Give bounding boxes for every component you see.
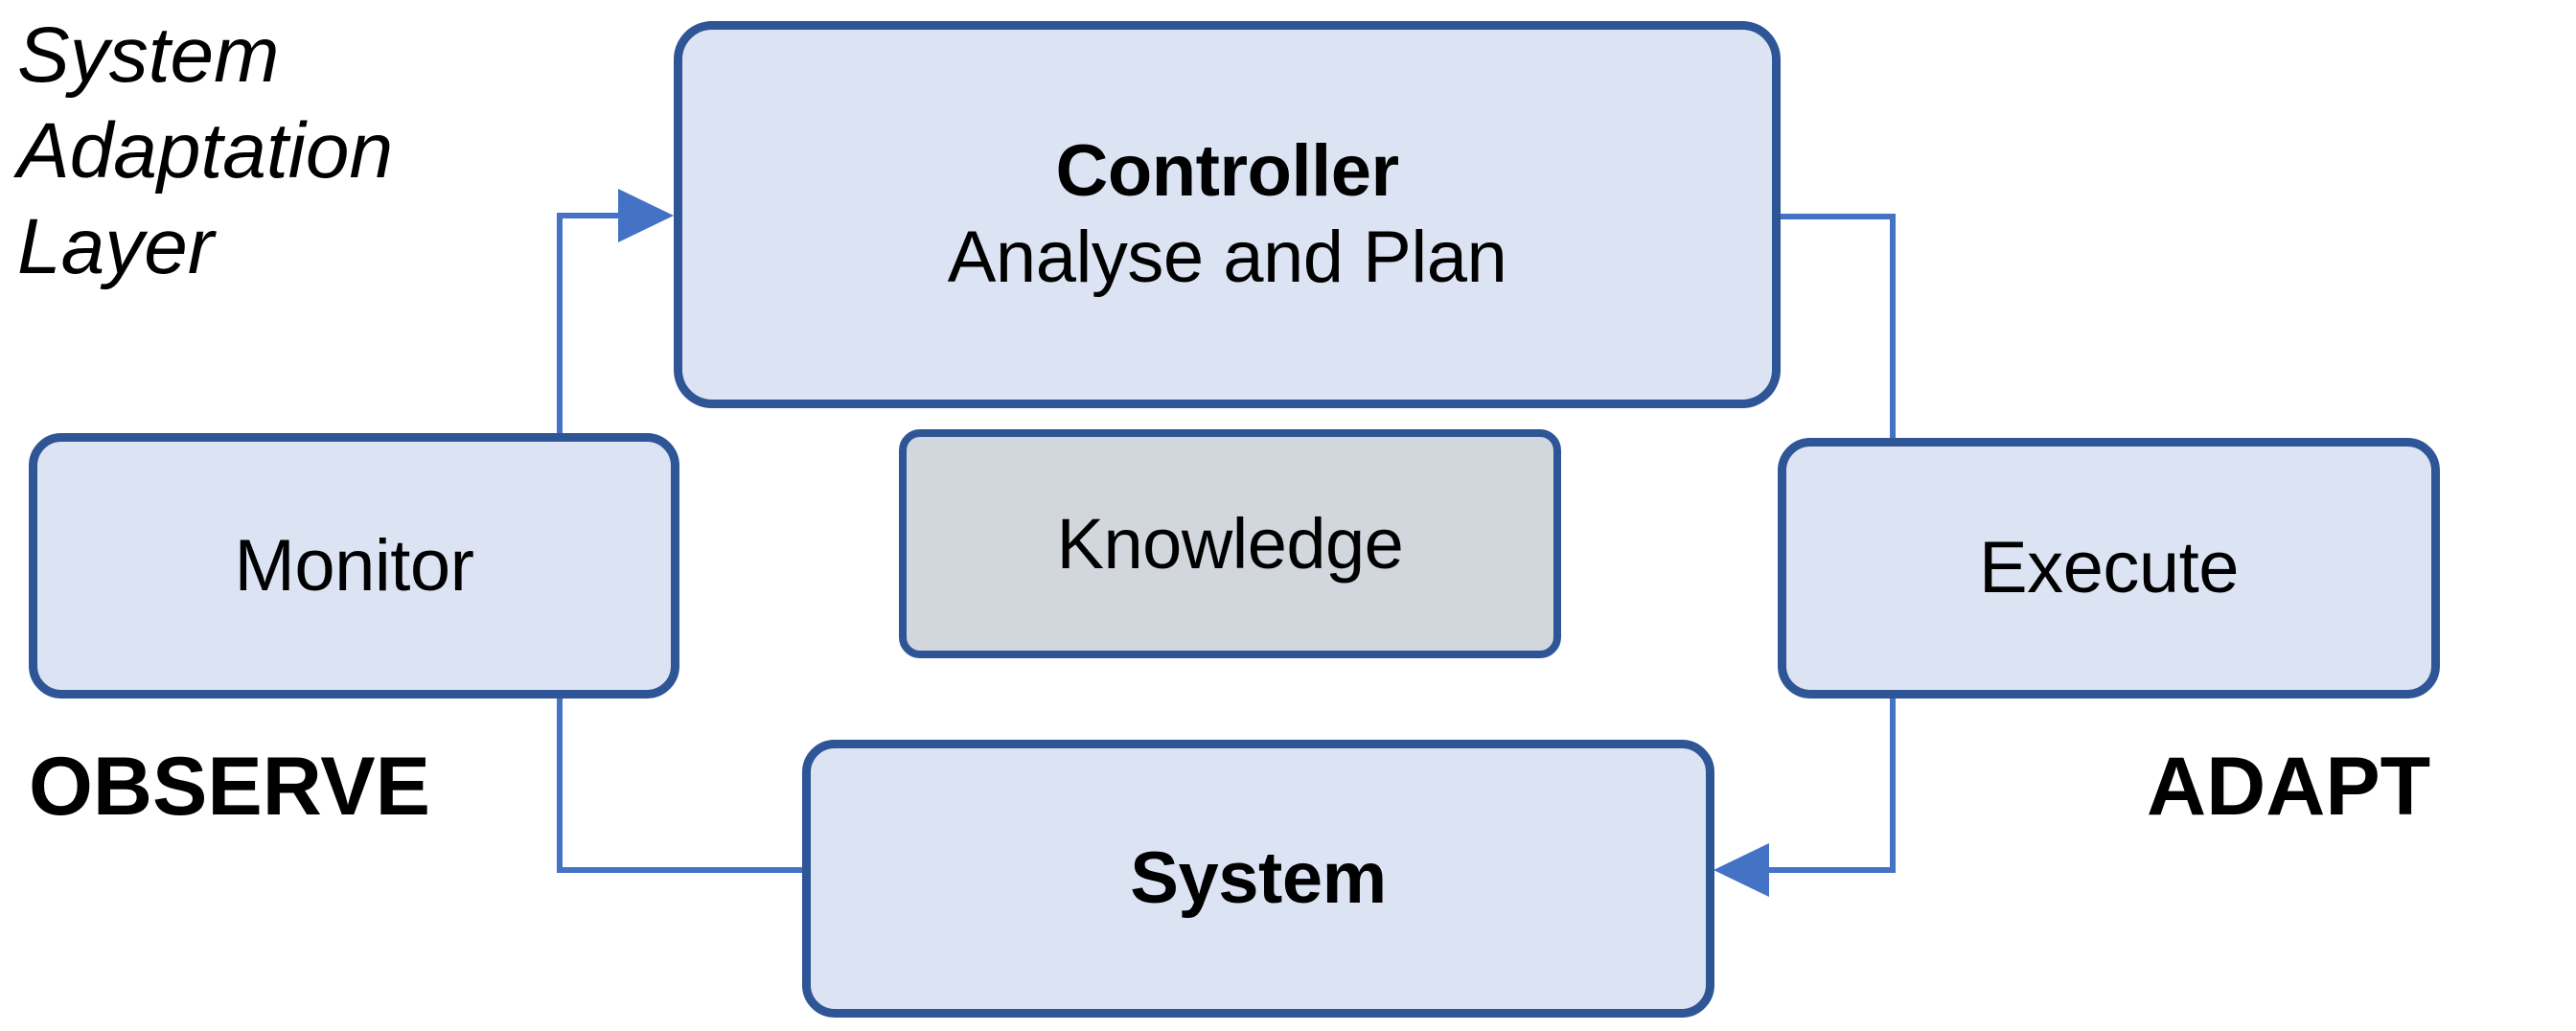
controller-subtitle: Analyse and Plan: [947, 217, 1507, 298]
adapt-label: ADAPT: [2147, 741, 2431, 833]
system-label: System: [1130, 837, 1387, 920]
observe-label: OBSERVE: [29, 741, 430, 833]
node-execute[interactable]: Execute: [1778, 438, 2440, 699]
node-system[interactable]: System: [802, 740, 1714, 1018]
node-controller[interactable]: Controller Analyse and Plan: [674, 21, 1781, 408]
connector-controller-to-execute: [1775, 214, 1896, 450]
connector-system-to-monitor: [557, 682, 810, 873]
monitor-label: Monitor: [234, 524, 474, 607]
node-knowledge[interactable]: Knowledge: [899, 429, 1561, 658]
connector-execute-to-system: [1714, 682, 1896, 897]
node-monitor[interactable]: Monitor: [29, 433, 679, 699]
system-adaptation-layer-caption: System Adaptation Layer: [17, 11, 394, 291]
knowledge-label: Knowledge: [1056, 503, 1404, 584]
execute-label: Execute: [1978, 527, 2240, 609]
controller-title: Controller: [1055, 130, 1399, 213]
